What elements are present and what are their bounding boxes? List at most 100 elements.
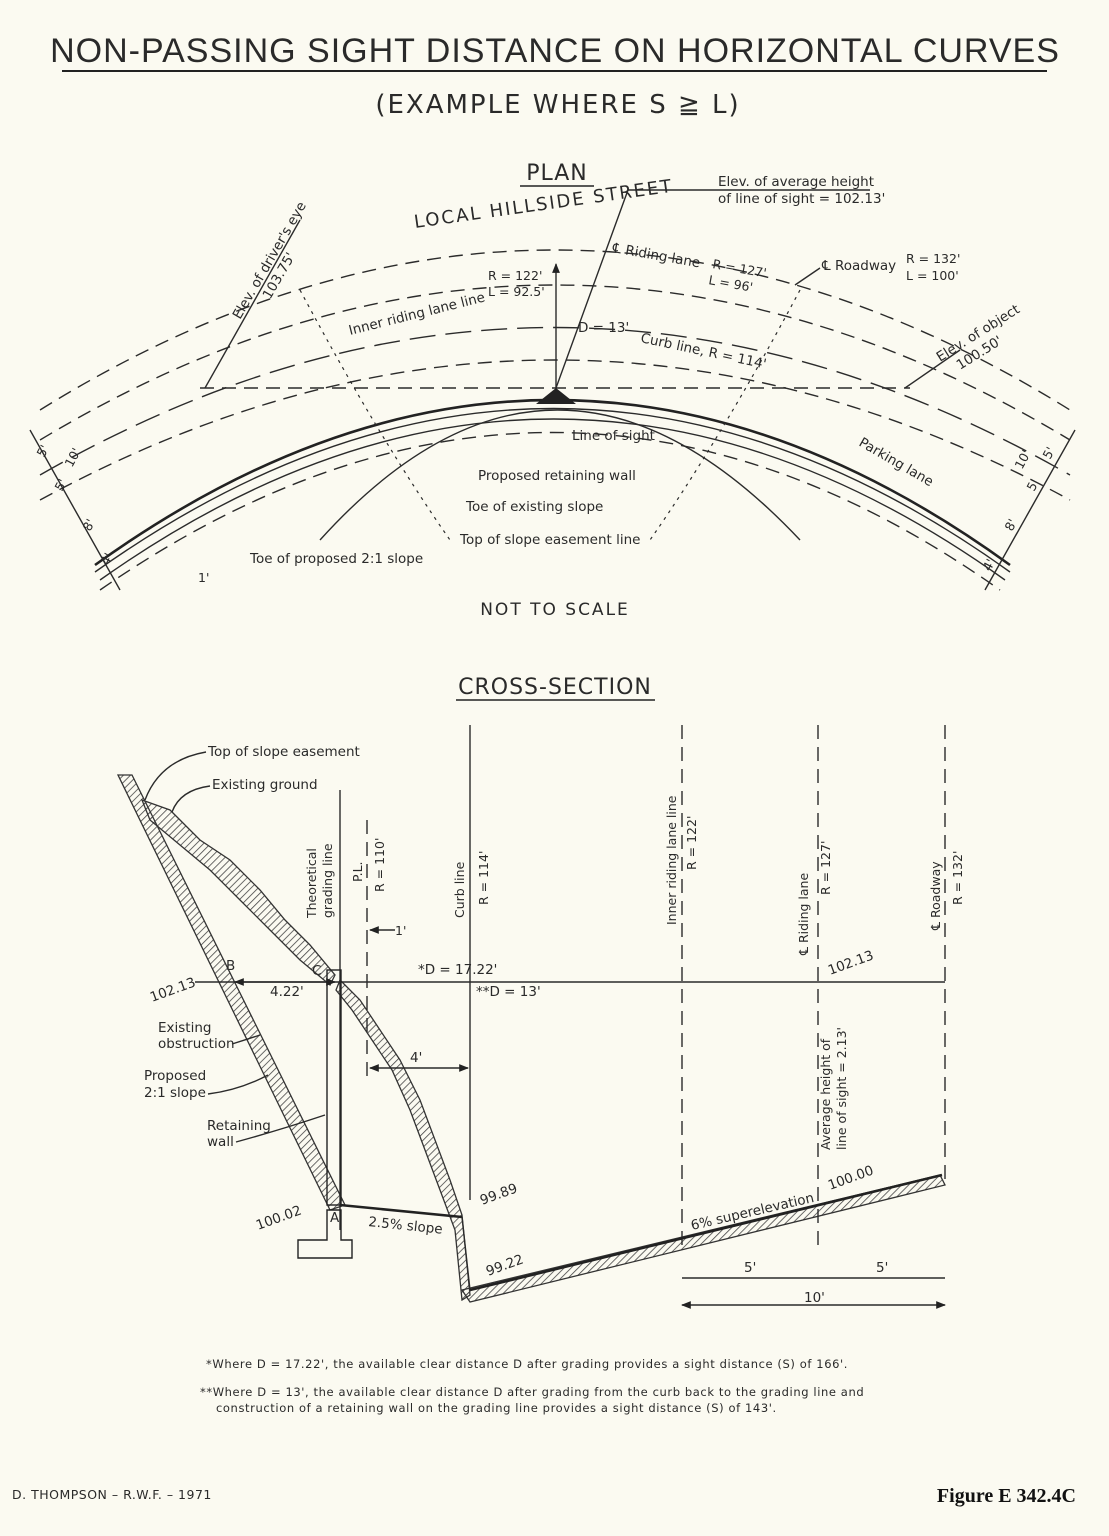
sec-curb-line: Curb line (452, 861, 467, 918)
sec-d13: **D = 13' (476, 984, 541, 1000)
dim-right-0: 10' (1011, 447, 1033, 471)
slope-25-line (339, 1203, 463, 1219)
plan-left-dimensions: 5' 10' 5' 8' 4' (29, 429, 121, 591)
roadway-l: L = 100' (906, 268, 959, 283)
toe-existing-slope (319, 409, 801, 541)
sec-point-c: C (312, 963, 321, 979)
plan-line-of-sight-label: Line of sight (572, 428, 655, 444)
sec-theoretical-1: Theoretical (304, 848, 319, 919)
sec-avg-height-2: line of sight = 2.13' (834, 1027, 849, 1150)
sec-existing-ground: Existing ground (212, 777, 318, 793)
sec-top-easement-leader (144, 751, 207, 801)
riding-lane-label: ℄ Riding lane (610, 240, 701, 271)
not-to-scale: NOT TO SCALE (480, 600, 630, 620)
sec-proposed-2: 2:1 slope (144, 1085, 206, 1101)
sec-roadway-r: R = 132' (950, 851, 965, 905)
retaining-wall-footing (297, 1209, 353, 1259)
sec-avg-height-1: Average height of (818, 1038, 833, 1150)
sec-riding-r: R = 127' (818, 841, 833, 895)
sec-retaining-leader (235, 1114, 326, 1143)
sec-pl-r: R = 110' (372, 838, 387, 892)
elev-average-leader (555, 189, 870, 389)
roadway-centerline (39, 284, 1071, 441)
plan-one-ft: 1' (198, 570, 209, 585)
sec-elev-9989: 99.89 (478, 1181, 520, 1209)
sec-retaining-1: Retaining (207, 1118, 271, 1134)
elev-average-label-1: Elev. of average height (718, 174, 874, 190)
sec-obstruction-2: obstruction (158, 1036, 235, 1052)
sec-slope-25: 2.5% slope (368, 1214, 444, 1238)
sec-theoretical-2: grading line (320, 843, 335, 918)
sec-retaining-2: wall (207, 1134, 234, 1150)
road-surface (469, 1173, 943, 1292)
sec-one-ft: 1' (395, 923, 406, 938)
sec-inner-lane: Inner riding lane line (664, 795, 679, 925)
page-title: NON-PASSING SIGHT DISTANCE ON HORIZONTAL… (50, 32, 1060, 70)
sec-d1722: *D = 17.22' (418, 962, 497, 978)
sec-point-a: A (330, 1210, 340, 1226)
inner-riding-lane-line (39, 359, 1071, 501)
plan-retaining-wall-label: Proposed retaining wall (478, 468, 636, 484)
plan-right-dimensions: 10' 5' 5' 8' 4' (979, 429, 1076, 591)
sec-elev-10000: 100.00 (826, 1163, 876, 1194)
sec-obstruction-1: Existing (158, 1020, 211, 1036)
sec-top-easement: Top of slope easement (207, 744, 360, 760)
dim-right-3: 8' (1001, 516, 1020, 533)
obstruction-marker (536, 388, 576, 404)
sec-dist-422: 4.22' (270, 984, 304, 1000)
sec-riding-lane: ℄ Riding lane (796, 873, 811, 956)
note-2-line-2: construction of a retaining wall on the … (216, 1401, 777, 1415)
roadway-leader (794, 267, 821, 286)
sec-elev-10213-right: 102.13 (826, 948, 876, 979)
plan-toe-proposed-label: Toe of proposed 2:1 slope (249, 551, 423, 567)
sec-pl: P.L. (350, 861, 365, 882)
plan-top-easement-label: Top of slope easement line (459, 532, 640, 548)
driver-eye-label-1: Elev. of driver's eye (230, 199, 310, 322)
sec-curb-r: R = 114' (476, 851, 491, 905)
sec-dist-4: 4' (410, 1050, 422, 1066)
riding-lane-centerline (39, 326, 1071, 476)
sec-dim-5a: 5' (744, 1260, 756, 1276)
dim-right-2: 5' (1023, 476, 1042, 493)
driver-eye-leader (204, 219, 301, 389)
dim-left-0: 5' (33, 442, 52, 459)
sec-dim-10: 10' (804, 1290, 825, 1306)
object-elev-leader (904, 349, 961, 389)
parking-lane-edge (99, 431, 1001, 591)
retaining-wall (326, 969, 342, 1206)
easement-right (649, 289, 801, 541)
sec-inner-r: R = 122' (684, 816, 699, 870)
sec-proposed-leader (207, 1074, 269, 1095)
inner-lane-r: R = 122' (488, 268, 542, 283)
plan-d13-label: D = 13' (578, 320, 629, 336)
retaining-wall-line (94, 407, 1011, 573)
existing-slope-hatch (335, 978, 471, 1302)
sec-existing-ground-leader (171, 785, 211, 813)
sec-obstruction-leader (231, 1034, 261, 1045)
inner-lane-l: L = 92.5' (488, 284, 545, 299)
dim-left-1: 10' (61, 445, 83, 469)
retaining-wall-inner (99, 418, 1006, 581)
section-heading: CROSS-SECTION (458, 675, 652, 700)
roadway-r: R = 132' (906, 251, 960, 266)
footer-figure: Figure E 342.4C (937, 1485, 1076, 1507)
plan-parking-lane-label: Parking lane (856, 435, 936, 490)
sec-elev-10213-left: 102.13 (148, 975, 198, 1006)
dim-left-3: 8' (79, 516, 98, 533)
footer-author: D. THOMPSON – R.W.F. – 1971 (12, 1487, 212, 1502)
roadway-label: ℄ Roadway (821, 258, 896, 274)
plan-heading: PLAN (526, 161, 588, 186)
sec-roadway: ℄ Roadway (928, 861, 943, 931)
sec-proposed-1: Proposed (144, 1068, 206, 1084)
page-subtitle: (EXAMPLE WHERE S ≧ L) (375, 90, 740, 120)
road-surface-hatch (460, 1174, 946, 1303)
elev-average-label-2: of line of sight = 102.13' (718, 191, 885, 207)
sec-point-b: B (226, 958, 235, 974)
curb-face (461, 1216, 471, 1291)
dim-left-2: 5' (51, 476, 70, 493)
plan-toe-existing-label: Toe of existing slope (465, 499, 603, 515)
sec-dim-5b: 5' (876, 1260, 888, 1276)
note-2-line-1: **Where D = 13', the available clear dis… (200, 1385, 864, 1399)
sec-elev-10002: 100.02 (254, 1203, 304, 1234)
